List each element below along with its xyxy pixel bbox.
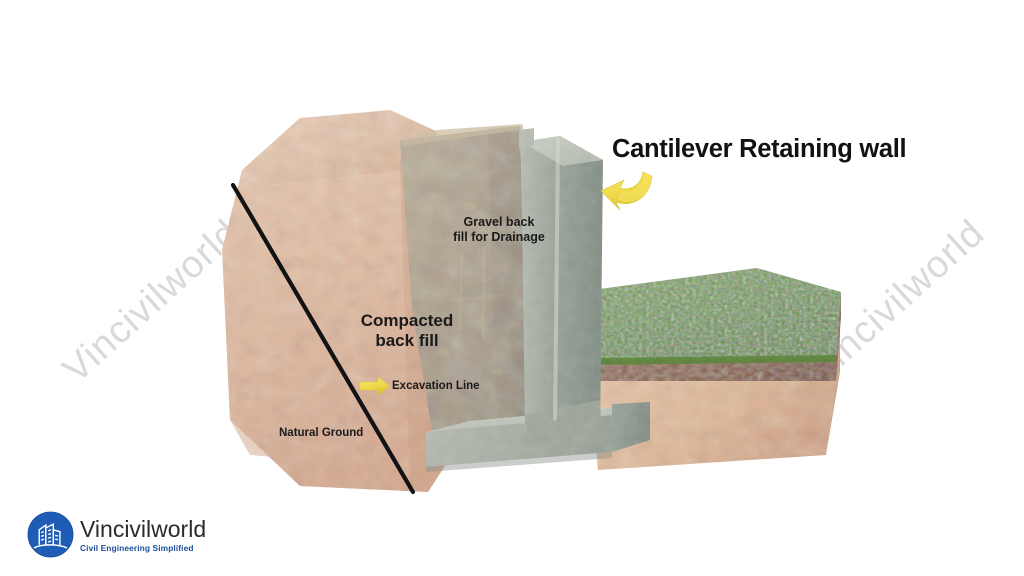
wall-stem-side-face bbox=[556, 136, 603, 436]
excavation-line bbox=[230, 182, 416, 495]
title-curved-arrow-icon bbox=[600, 171, 653, 211]
left-soil-front-face bbox=[222, 131, 452, 492]
grass-top-surface bbox=[590, 268, 841, 361]
gravel-blend-overlay bbox=[400, 126, 527, 430]
left-soil-bevel bbox=[230, 420, 430, 492]
label-natural-ground: Natural Ground bbox=[279, 427, 364, 439]
right-topsoil-side bbox=[836, 292, 841, 381]
page-title: Cantilever Retaining wall bbox=[612, 135, 907, 163]
gravel-backfill-wedge bbox=[400, 124, 528, 432]
gravel-wedge-shade bbox=[487, 126, 528, 430]
label-gravel-backfill: Gravel back fill for Drainage bbox=[453, 215, 545, 244]
excavation-arrow-icon bbox=[359, 376, 391, 396]
right-ground-block bbox=[590, 268, 841, 470]
logo-tagline: Civil Engineering Simplified bbox=[80, 542, 194, 553]
wall-footing-shadow bbox=[426, 452, 612, 472]
label-compacted-backfill: Compacted back fill bbox=[360, 311, 454, 351]
grass-front-lip bbox=[590, 355, 836, 365]
left-soil-top-surface bbox=[242, 110, 436, 186]
wall-stem-back-ledge bbox=[519, 128, 534, 148]
logo-name: Vincivilworld bbox=[80, 515, 207, 542]
wall-stem-front-face bbox=[521, 136, 560, 432]
gravel-top-sliver bbox=[400, 124, 523, 146]
logo-text: Vincivilworld Civil Engineering Simplifi… bbox=[80, 516, 206, 553]
wall-footing-toe bbox=[612, 402, 650, 452]
wall-stem-top-cap bbox=[521, 136, 603, 166]
building-icon bbox=[27, 511, 74, 557]
right-soil-front-face bbox=[590, 380, 836, 470]
right-soil-side-face bbox=[826, 300, 840, 455]
cantilever-wall bbox=[426, 128, 650, 472]
gravel-stone-hints bbox=[438, 202, 509, 376]
wall-stem-base-flare bbox=[525, 400, 602, 448]
label-excavation-line: Excavation Line bbox=[392, 380, 480, 392]
wall-stem-highlight bbox=[553, 136, 560, 421]
brand-logo: Vincivilworld Civil Engineering Simplifi… bbox=[27, 506, 207, 562]
